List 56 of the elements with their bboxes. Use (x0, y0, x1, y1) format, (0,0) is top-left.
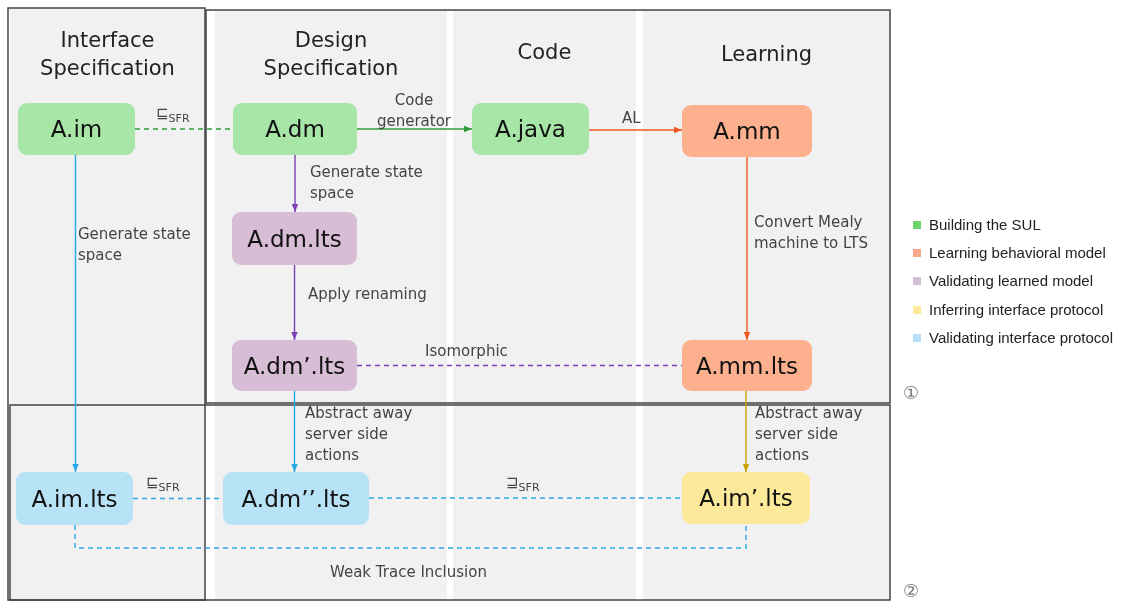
process-box (233, 103, 357, 155)
legend-label: Validating interface protocol (929, 329, 1113, 346)
arrow (291, 154, 299, 213)
process-box (232, 340, 357, 391)
dashed-connector (74, 523, 747, 549)
edge-label: Generate state space (78, 224, 192, 266)
edge-label: Abstract away server side actions (755, 403, 864, 466)
legend-label: Building the SUL (929, 216, 1041, 233)
dashed-connector (356, 364, 683, 367)
arrow (742, 390, 750, 473)
node-label: A.dm’.lts (243, 352, 346, 379)
legend-label: Learning behavioral model (929, 244, 1106, 261)
region-number: ② (903, 580, 920, 601)
arrow (356, 125, 473, 133)
edge-label: Convert Mealy machine to LTS (754, 212, 870, 254)
edge-label: AL (622, 108, 641, 129)
arrow (588, 126, 683, 134)
node-label: A.mm.lts (695, 352, 799, 379)
arrow (291, 264, 298, 341)
arrow (291, 390, 298, 473)
node-label: A.im’.lts (699, 485, 793, 511)
process-box (682, 340, 812, 391)
process-box (223, 472, 369, 525)
process-box (18, 103, 135, 155)
lane-heading: Design Specification (262, 27, 400, 82)
node-label: A.dm (265, 116, 325, 142)
process-box (232, 212, 357, 265)
legend-label: Inferring interface protocol (929, 301, 1104, 318)
edge-label: ⊒$_{SFR}$ (506, 472, 540, 496)
node-label: A.im.lts (31, 485, 118, 512)
node-label: A.im (50, 116, 103, 142)
lane-heading: Learning (719, 41, 814, 68)
process-box (472, 103, 589, 155)
edge-label: Abstract away server side actions (305, 403, 414, 466)
node-label: A.dm.lts (247, 225, 342, 252)
edge-label: Weak Trace Inclusion (330, 562, 487, 583)
arrow (743, 156, 751, 341)
swimlane (643, 10, 890, 600)
node-label: A.dm’’.lts (241, 485, 351, 512)
process-box (682, 105, 812, 157)
edge-label: Isomorphic (425, 341, 508, 362)
lane-heading: Interface Specification (39, 27, 176, 82)
edge-label: Generate state space (310, 162, 424, 204)
edge-label: Code generator (375, 90, 453, 132)
node-label: A.mm (713, 118, 781, 144)
node-label: A.java (495, 116, 566, 142)
process-box (682, 472, 810, 524)
edge-label: ⊑$_{SFR}$ (146, 472, 180, 496)
edge-label: ⊑$_{SFR}$ (156, 103, 190, 127)
lane-heading: Code (516, 39, 573, 66)
dashed-connector (368, 497, 683, 499)
region-number: ① (903, 382, 920, 403)
edge-label: Apply renaming (308, 284, 427, 305)
legend-label: Validating learned model (929, 272, 1093, 289)
process-box (16, 472, 133, 525)
arrow (72, 154, 79, 473)
